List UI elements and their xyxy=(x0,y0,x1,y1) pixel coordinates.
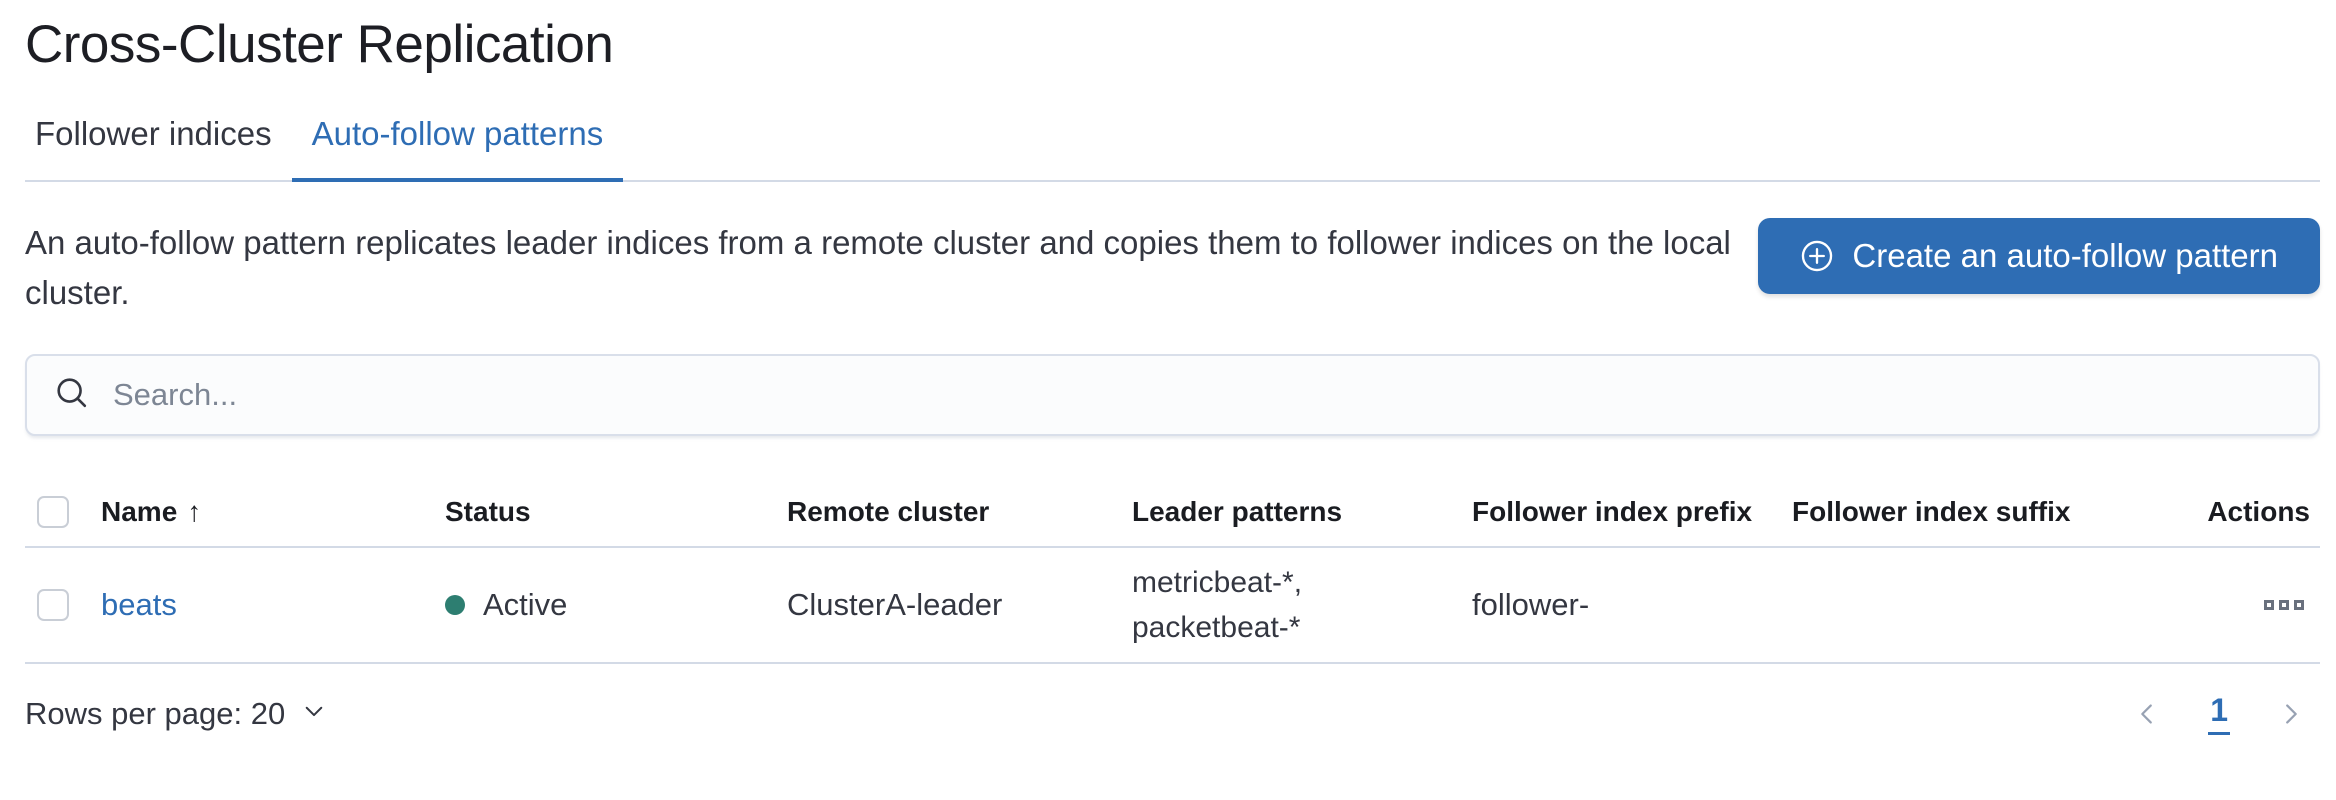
follower-index-prefix-cell: follower- xyxy=(1472,587,1590,622)
column-header-follower-index-prefix: Follower index prefix xyxy=(1472,496,1753,527)
table-row: beats Active ClusterA-leader metricbeat-… xyxy=(25,548,2320,664)
select-all-checkbox[interactable] xyxy=(37,496,69,528)
tab-auto-follow-patterns[interactable]: Auto-follow patterns xyxy=(291,114,624,182)
boxes-horizontal-icon[interactable] xyxy=(2258,594,2310,616)
search-input[interactable] xyxy=(113,377,2292,413)
column-header-name[interactable]: Name↑ xyxy=(101,496,202,527)
pagination: 1 xyxy=(2132,692,2320,735)
auto-follow-patterns-table: Name↑ Status Remote cluster Leader patte… xyxy=(25,478,2320,664)
column-header-status: Status xyxy=(445,496,531,527)
leader-patterns-cell: metricbeat-*, packetbeat-* xyxy=(1132,560,1472,650)
pattern-name-cell: beats xyxy=(101,587,445,623)
row-checkbox-cell xyxy=(25,589,101,621)
table-footer: Rows per page: 20 1 xyxy=(25,692,2320,735)
row-checkbox[interactable] xyxy=(37,589,69,621)
status-active-dot-icon xyxy=(445,595,465,615)
tab-follower-indices[interactable]: Follower indices xyxy=(35,115,272,152)
column-header-remote-cluster: Remote cluster xyxy=(787,496,990,527)
header-checkbox-cell xyxy=(25,496,101,528)
tab-bar: Follower indices Auto-follow patterns xyxy=(25,114,2320,182)
rows-per-page-button[interactable]: Rows per page: 20 xyxy=(25,696,327,732)
chevron-down-icon xyxy=(301,696,327,732)
pagination-page-1[interactable]: 1 xyxy=(2208,692,2230,735)
column-header-actions: Actions xyxy=(2207,496,2310,527)
rows-per-page-label: Rows per page: 20 xyxy=(25,695,286,731)
cross-cluster-replication-page: Cross-Cluster Replication Follower indic… xyxy=(25,15,2320,735)
intro-section: An auto-follow pattern replicates leader… xyxy=(25,218,2320,318)
remote-cluster-cell: ClusterA-leader xyxy=(787,587,1003,622)
status-cell: Active xyxy=(445,587,787,623)
chevron-right-icon[interactable] xyxy=(2276,699,2306,729)
create-button-label: Create an auto-follow pattern xyxy=(1852,237,2278,274)
search-bar xyxy=(25,354,2320,436)
chevron-left-icon[interactable] xyxy=(2132,699,2162,729)
status-label: Active xyxy=(483,587,568,622)
page-title: Cross-Cluster Replication xyxy=(25,15,614,74)
sort-ascending-icon: ↑ xyxy=(187,496,202,527)
leader-pattern-line: packetbeat-* xyxy=(1132,611,1301,644)
column-header-leader-patterns: Leader patterns xyxy=(1132,496,1343,527)
plus-in-circle-icon xyxy=(1800,239,1834,273)
table-header-row: Name↑ Status Remote cluster Leader patte… xyxy=(25,478,2320,548)
pattern-name-link[interactable]: beats xyxy=(101,587,177,622)
create-auto-follow-pattern-button[interactable]: Create an auto-follow pattern xyxy=(1758,218,2320,294)
column-header-follower-index-suffix: Follower index suffix xyxy=(1792,496,2071,527)
page-description: An auto-follow pattern replicates leader… xyxy=(25,224,1731,311)
actions-cell xyxy=(2142,594,2320,616)
search-icon xyxy=(53,374,91,417)
leader-pattern-line: metricbeat-*, xyxy=(1132,566,1303,599)
